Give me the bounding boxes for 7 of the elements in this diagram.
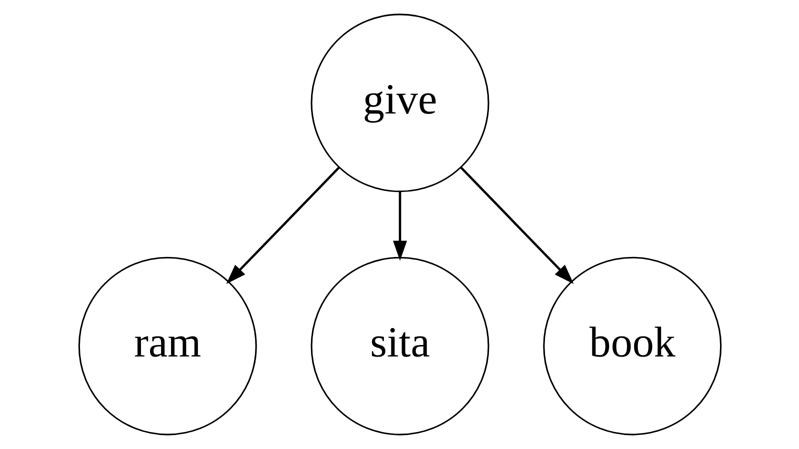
arrow	[392, 192, 407, 261]
node-circle: book	[542, 256, 722, 436]
node-circle: ram	[78, 256, 256, 436]
node-circle: sita	[310, 256, 489, 436]
node-circle: give	[310, 14, 489, 192]
arrow	[226, 166, 340, 284]
arrow	[460, 166, 574, 284]
